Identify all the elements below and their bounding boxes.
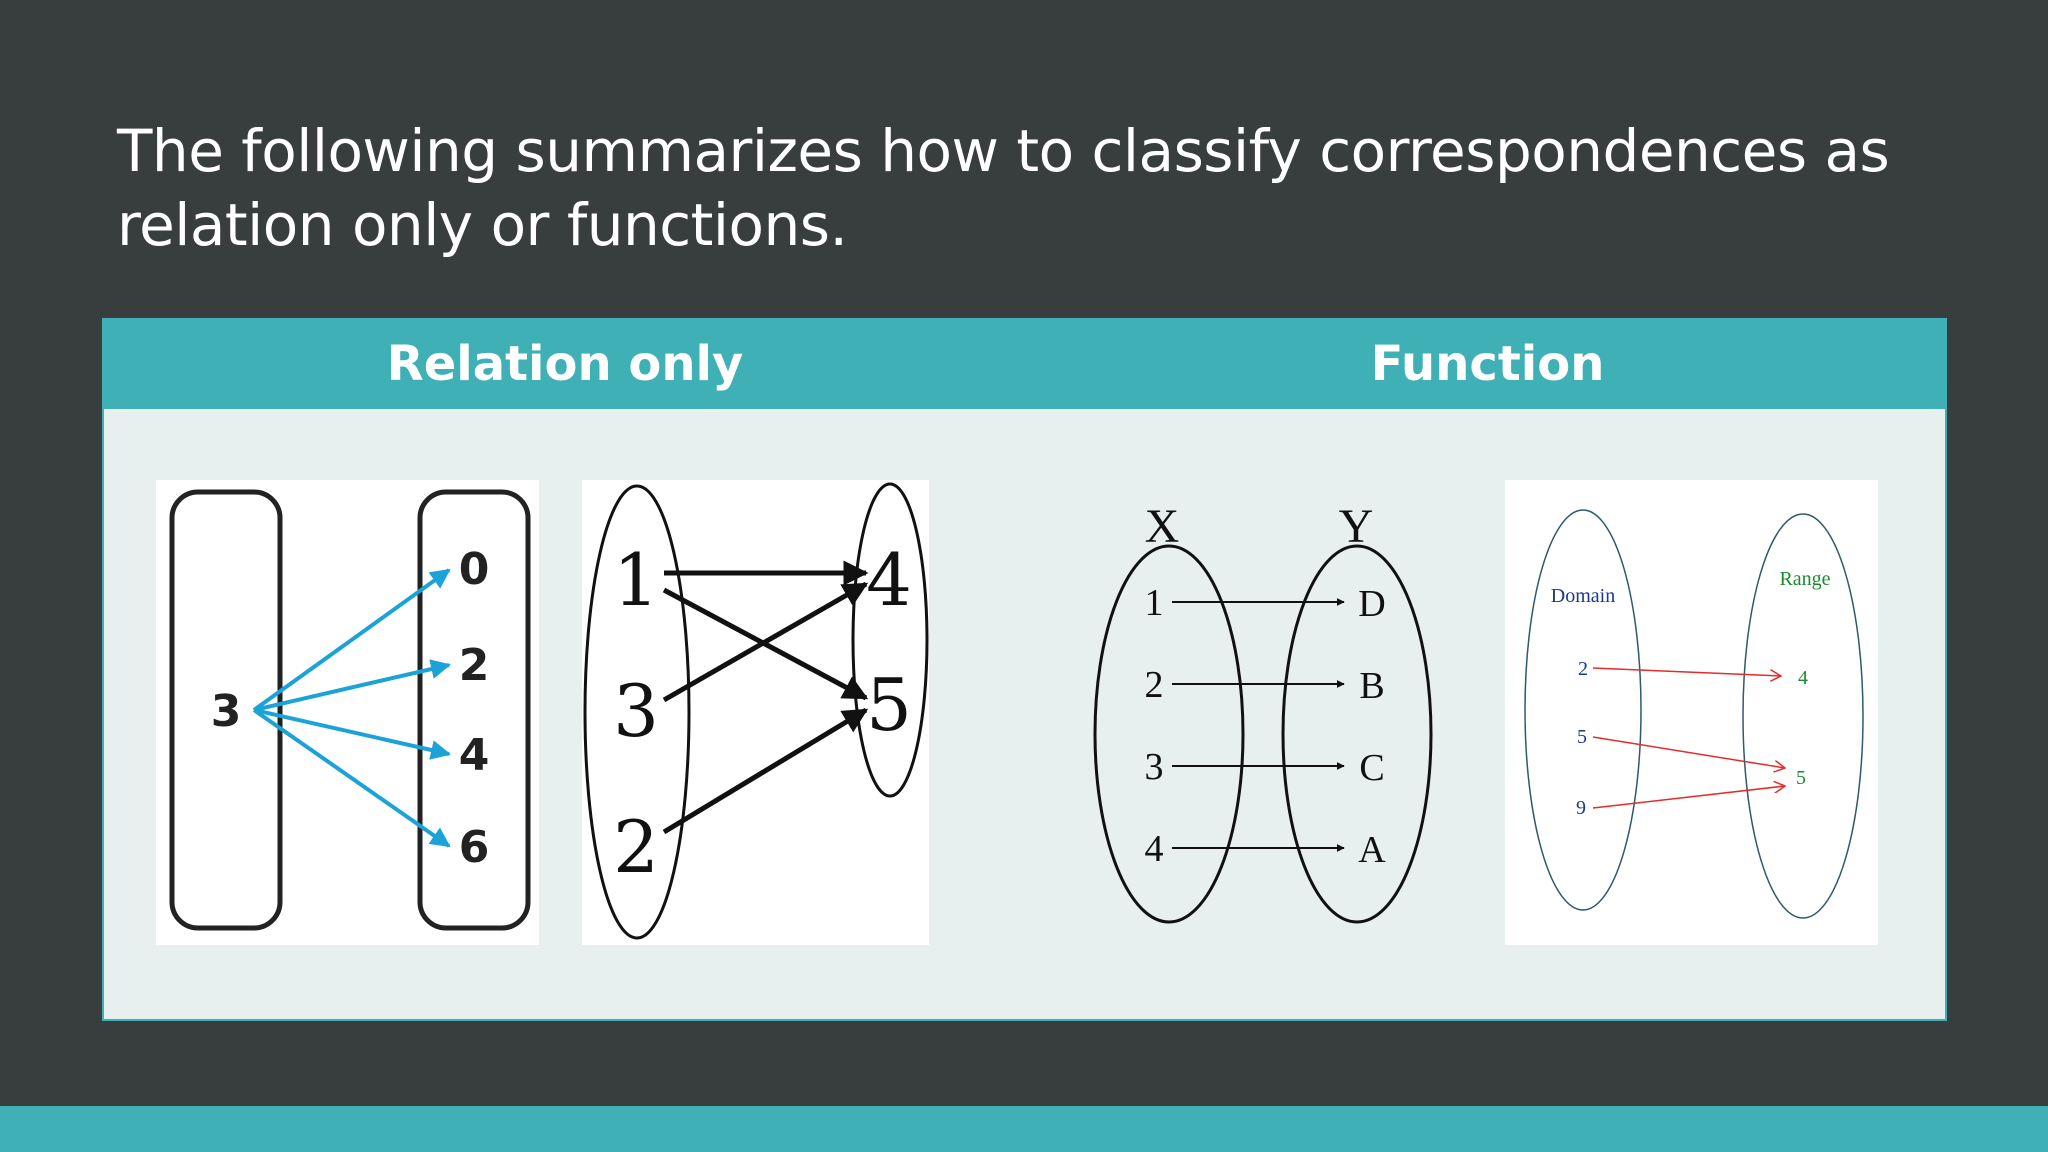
header-function: Function xyxy=(1370,336,1605,392)
function-diagram-a-svg: X Y 1 2 3 4 D B C A xyxy=(1093,500,1433,924)
range-element: C xyxy=(1359,747,1384,789)
mapping-arrow xyxy=(252,568,451,712)
range-element: 5 xyxy=(1796,767,1806,789)
header-relation-only: Relation only xyxy=(386,336,744,392)
domain-oval xyxy=(1524,509,1642,911)
domain-element: 4 xyxy=(1145,828,1164,870)
domain-element: 3 xyxy=(613,669,659,753)
range-element: 0 xyxy=(459,544,490,595)
domain-element: 2 xyxy=(1578,658,1588,680)
domain-element: 3 xyxy=(1145,746,1164,788)
range-oval xyxy=(1742,513,1864,919)
range-oval xyxy=(1281,544,1433,924)
range-element: 4 xyxy=(459,730,490,781)
domain-element: 5 xyxy=(1577,726,1587,748)
mapping-arrow xyxy=(1592,736,1785,768)
classification-table: Relation only Function 3 0 2 4 6 xyxy=(102,318,1947,1021)
domain-element: 1 xyxy=(613,538,659,622)
table-header: Relation only Function xyxy=(104,320,1945,409)
range-element: D xyxy=(1358,583,1385,625)
mapping-arrow xyxy=(662,707,869,835)
range-element: 4 xyxy=(1798,667,1808,689)
domain-element: 2 xyxy=(613,805,659,889)
range-element: 6 xyxy=(459,822,490,873)
mapping-arrow xyxy=(1592,667,1781,676)
domain-oval xyxy=(583,484,691,940)
domain-box xyxy=(169,489,283,931)
range-label: Range xyxy=(1779,568,1830,590)
function-diagram-a: X Y 1 2 3 4 D B C A xyxy=(1084,490,1454,950)
range-element: 5 xyxy=(866,663,912,747)
mapping-arrow xyxy=(662,581,869,703)
range-element: A xyxy=(1358,829,1386,871)
mapping-arrow xyxy=(252,708,451,848)
range-box xyxy=(417,489,531,931)
footer-accent-bar xyxy=(0,1106,2048,1152)
mapping-arrow xyxy=(253,708,451,760)
relation-diagram-a-svg: 3 0 2 4 6 xyxy=(169,489,531,931)
domain-element: 3 xyxy=(211,686,242,737)
slide-title: The following summarizes how to classify… xyxy=(117,117,1890,259)
domain-element: 9 xyxy=(1576,797,1586,819)
range-element: B xyxy=(1359,665,1384,707)
range-element: 4 xyxy=(866,538,912,622)
function-diagram-b: Domain Range 2 5 9 4 5 xyxy=(1505,480,1878,945)
function-diagram-b-svg: Domain Range 2 5 9 4 5 xyxy=(1524,509,1864,919)
domain-element: 1 xyxy=(1145,582,1164,624)
range-element: 2 xyxy=(459,640,490,691)
relation-diagram-b: 1 3 2 4 5 xyxy=(582,480,929,945)
domain-oval xyxy=(1093,544,1245,924)
domain-element: 2 xyxy=(1145,664,1164,706)
domain-label: Domain xyxy=(1551,585,1615,607)
relation-diagram-b-svg: 1 3 2 4 5 xyxy=(583,482,929,940)
mapping-arrow xyxy=(253,659,451,712)
range-label: Y xyxy=(1339,500,1374,553)
range-oval xyxy=(851,482,929,798)
mapping-arrow xyxy=(1592,786,1785,809)
domain-label: X xyxy=(1145,500,1180,553)
relation-diagram-a: 3 0 2 4 6 xyxy=(156,480,539,945)
